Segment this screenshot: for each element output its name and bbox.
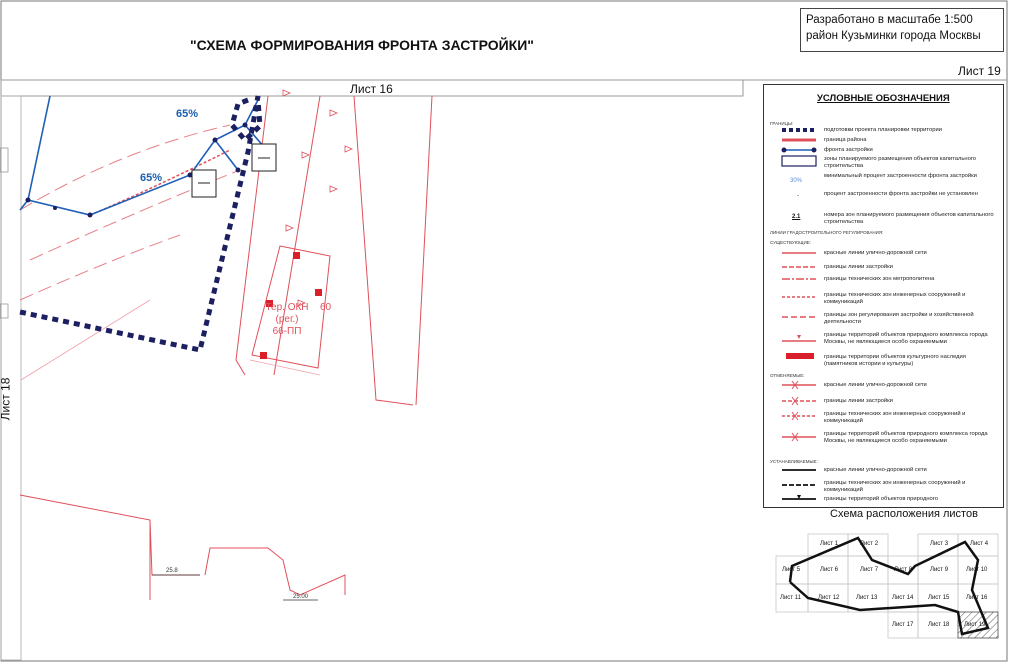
zone-number: 60 xyxy=(320,302,332,313)
legend-sample-num: 2.1 xyxy=(792,214,801,220)
project-boundary xyxy=(19,95,263,353)
sheet-cell-9: Лист 9 xyxy=(930,567,949,573)
red-lines-street xyxy=(19,95,433,600)
legend-item-0: подготовки проекта планировки территории xyxy=(824,127,942,133)
sheet-cell-12: Лист 12 xyxy=(818,595,840,601)
sheet-cell-13: Лист 13 xyxy=(856,595,878,601)
legend-existing-6: границы территории объектов культурного … xyxy=(824,354,966,367)
sheet-cell-19: Лист 19 xyxy=(964,622,986,628)
left-neighbor-label: Лист 18 xyxy=(0,377,13,421)
okn-label-line3: 66-ПП xyxy=(272,326,302,337)
left-sheet-strip xyxy=(0,95,22,661)
legend-item-1: граница района xyxy=(824,137,867,143)
frontage-line xyxy=(19,95,266,216)
legend-existing-2: границы технических зон метрополитена xyxy=(824,276,935,282)
page-title: "СХЕМА ФОРМИРОВАНИЯ ФРОНТА ЗАСТРОЙКИ" xyxy=(190,37,534,53)
legend-panel: ГРАНИЦЫ: подготовки проекта планировки т… xyxy=(763,84,1004,508)
dimension-b: 25.00 xyxy=(293,594,309,600)
legend-sample-30: 30% xyxy=(790,178,803,184)
legend-cancelled-0: красные линии улично-дорожной сети xyxy=(824,382,927,388)
legend-cancelled-1: границы линии застройки xyxy=(824,398,893,404)
legend-symbols xyxy=(781,128,817,500)
sheet-cell-18: Лист 18 xyxy=(928,622,950,628)
legend-existing-5: границы территорий объектов природного к… xyxy=(824,332,988,345)
sheet-cell-14: Лист 14 xyxy=(892,595,914,601)
zone-boxes xyxy=(191,143,277,198)
okn-label-line2: (рег.) xyxy=(275,314,299,325)
okn-territory xyxy=(251,245,331,369)
legend-item-3: зоны планируемого размещения объектов ка… xyxy=(824,156,977,169)
legend-item-6: номера зон планируемого размещения объек… xyxy=(824,212,994,225)
percent-label-top: 65% xyxy=(176,108,199,120)
sheet-cell-7: Лист 7 xyxy=(860,567,879,573)
legend-established-2: границы территорий объектов природного xyxy=(824,496,938,502)
legend-existing-1: границы линии застройки xyxy=(824,264,893,270)
sheet-cell-16: Лист 16 xyxy=(966,595,988,601)
stamp-district: район Кузьминки города Москвы xyxy=(806,30,981,42)
legend-cancelled-2: границы технических зон инженерных соору… xyxy=(824,411,966,424)
sheet-cell-1: Лист 1 xyxy=(820,541,839,547)
legend-existing-0: красные линии улично-дорожной сети xyxy=(824,250,927,256)
sheet-cell-6: Лист 6 xyxy=(820,567,839,573)
legend-cancelled-3: границы территорий объектов природного к… xyxy=(824,431,988,444)
sheet-number: Лист 19 xyxy=(958,64,1001,78)
legend-title: УСЛОВНЫЕ ОБОЗНАЧЕНИЯ xyxy=(817,93,950,104)
sheet-cell-3: Лист 3 xyxy=(930,541,949,547)
top-neighbor-label: Лист 16 xyxy=(350,82,393,96)
legend-sample-dash: - xyxy=(797,193,799,199)
frontage-nodes xyxy=(25,106,257,218)
top-sheet-strip xyxy=(0,79,744,97)
legend-existing-3: границы технических зон инженерных соору… xyxy=(824,292,966,305)
okn-label-line1: Тер. ОКН xyxy=(265,302,309,313)
legend-existing-4: границы зон регулирования застройки и хо… xyxy=(824,312,974,325)
stamp-box xyxy=(800,8,1004,52)
legend-section-cancelled: ОТМЕНЯЕМЫЕ: xyxy=(770,373,805,378)
sheet-cell-8: Лист 8 xyxy=(894,567,913,573)
percent-label-mid: 65% xyxy=(140,172,163,184)
legend-section-established: УСТАНАВЛИВАЕМЫЕ: xyxy=(770,459,818,464)
sheet-cell-15: Лист 15 xyxy=(928,595,950,601)
sheet-cell-5: Лист 5 xyxy=(782,567,801,573)
sheet-cell-11: Лист 11 xyxy=(780,595,801,601)
legend-header-small: ГРАНИЦЫ: xyxy=(770,121,794,126)
legend-item-5: процент застроенности фронта застройки н… xyxy=(824,191,978,197)
legend-item-2: фронта застройки xyxy=(824,147,873,153)
sheet-cell-10: Лист 10 xyxy=(966,567,988,573)
legend-established-0: красные линии улично-дорожной сети xyxy=(824,467,927,473)
triangle-markers xyxy=(282,89,354,307)
legend-section-regulation: ЛИНИИ ГРАДОСТРОИТЕЛЬНОГО РЕГУЛИРОВАНИЯ: xyxy=(770,230,884,235)
legend-section-existing: СУЩЕСТВУЮЩИЕ: xyxy=(770,240,811,245)
sheet-cell-17: Лист 17 xyxy=(892,622,914,628)
legend-established-1: границы технических зон инженерных соору… xyxy=(824,480,966,493)
sheet-cell-2: Лист 2 xyxy=(860,541,879,547)
dimension-a: 25.8 xyxy=(166,568,178,574)
legend-item-4: минимальный процент застроенности фронта… xyxy=(824,173,977,179)
sheet-map-title: Схема расположения листов xyxy=(830,508,978,520)
okn-label: Тер. ОКН (рег.) 66-ПП xyxy=(252,302,322,338)
stamp-scale: Разработано в масштабе 1:500 xyxy=(806,14,973,26)
sheet-cell-4: Лист 4 xyxy=(970,541,989,547)
